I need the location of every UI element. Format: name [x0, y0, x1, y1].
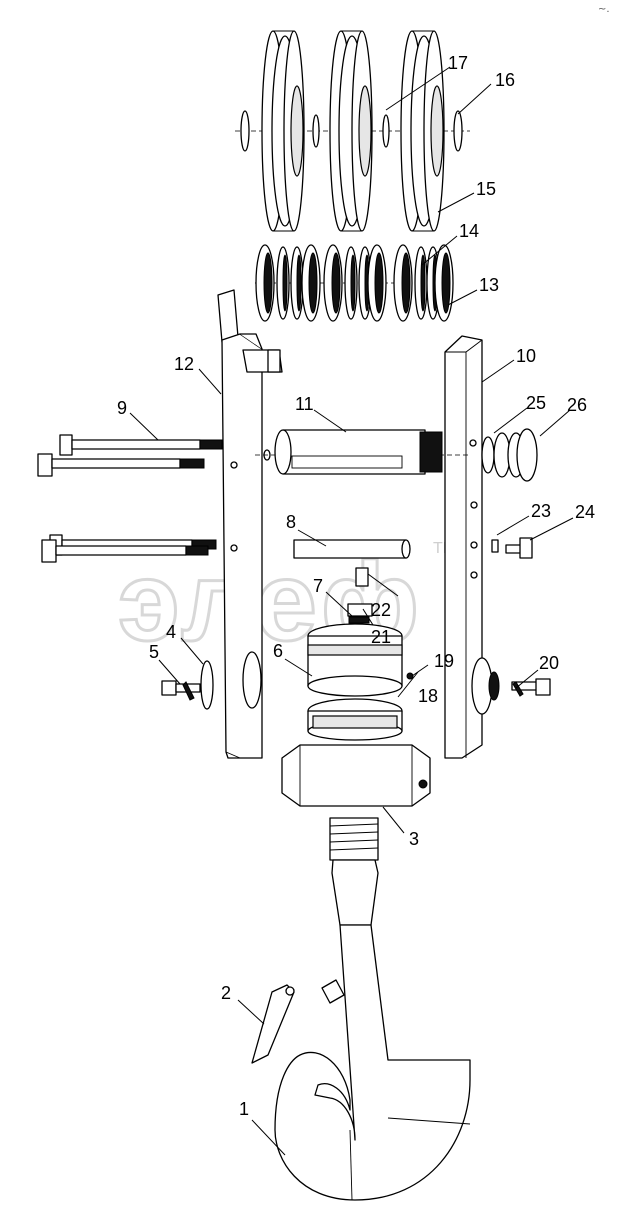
bearing-set — [255, 244, 455, 322]
callout-13: 13 — [479, 275, 499, 295]
safety-latch — [251, 984, 295, 1064]
through-bolts — [37, 434, 223, 563]
bolt-lower-2 — [41, 539, 209, 563]
hook-nut — [307, 623, 414, 697]
axle-nut-assembly — [481, 428, 538, 482]
callout-15: 15 — [476, 179, 496, 199]
thrust-bearing — [307, 698, 403, 741]
left-side-fastener — [161, 660, 214, 710]
bearing-group-2 — [323, 244, 387, 322]
sheave-1 — [261, 30, 305, 232]
callout-22: 22 — [371, 600, 391, 620]
spacer-ring-right — [453, 110, 463, 152]
callout-7: 7 — [313, 576, 323, 596]
right-side-plate — [444, 335, 483, 759]
retainer-clip — [347, 567, 373, 624]
cross-pin — [293, 539, 411, 559]
callout-10: 10 — [516, 346, 536, 366]
callout-14: 14 — [459, 221, 479, 241]
callout-3: 3 — [409, 829, 419, 849]
bolt-upper-2 — [37, 453, 205, 477]
corner-mark: ~. — [598, 4, 610, 15]
left-side-plate — [217, 289, 283, 759]
spacer-ring-1 — [312, 114, 320, 148]
small-screw — [491, 537, 533, 559]
bearing-group-1 — [255, 244, 321, 322]
crosshead — [281, 744, 431, 807]
callout-26: 26 — [567, 395, 587, 415]
hook — [274, 817, 471, 1201]
callout-5: 5 — [149, 642, 159, 662]
callout-9: 9 — [117, 398, 127, 418]
sheave-axle — [255, 429, 470, 475]
callout-19: 19 — [434, 651, 454, 671]
leader-lines — [129, 66, 574, 1156]
callout-11: 11 — [295, 394, 314, 414]
callout-12: 12 — [174, 354, 194, 374]
callout-25: 25 — [526, 393, 546, 413]
spacer-ring-2 — [382, 114, 390, 148]
callout-2: 2 — [221, 983, 231, 1003]
callout-24: 24 — [575, 502, 595, 522]
sheave-2 — [329, 30, 373, 232]
callout-23: 23 — [531, 501, 551, 521]
spacer-ring-left — [240, 110, 250, 152]
right-side-fastener — [471, 657, 551, 715]
callout-21: 21 — [371, 627, 391, 647]
callout-labels: 1 2 3 4 5 6 7 8 9 10 11 12 13 14 15 16 1… — [117, 53, 595, 1119]
callout-17: 17 — [448, 53, 468, 73]
callout-1: 1 — [239, 1099, 249, 1119]
callout-4: 4 — [166, 622, 176, 642]
sheave-assembly — [235, 30, 470, 232]
bolt-upper-1 — [59, 434, 223, 456]
callout-20: 20 — [539, 653, 559, 673]
callout-6: 6 — [273, 641, 283, 661]
callout-18: 18 — [418, 686, 438, 706]
callout-8: 8 — [286, 512, 296, 532]
sheave-3 — [400, 30, 445, 232]
bearing-group-3 — [393, 244, 454, 322]
callout-16: 16 — [495, 70, 515, 90]
